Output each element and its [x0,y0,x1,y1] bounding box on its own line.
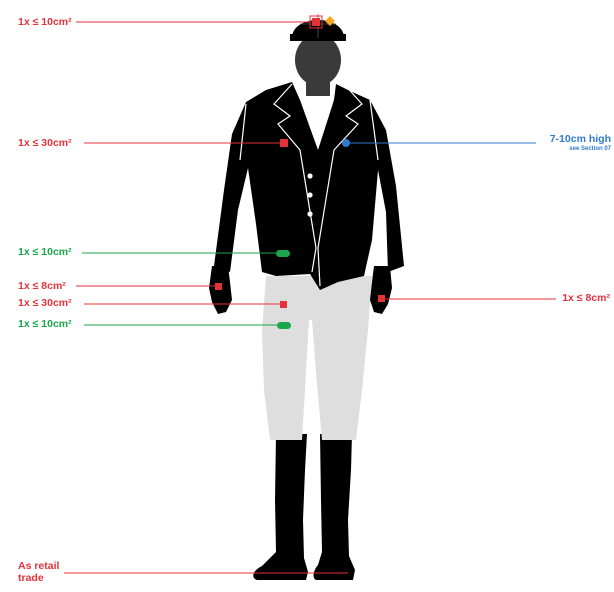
left-glove-label: 1x ≤ 8cm² [18,280,66,292]
knee-marker [277,322,291,329]
waist-marker [276,250,290,257]
head [295,34,341,100]
boots-label-line2: trade [18,572,44,584]
thigh-marker [280,301,287,308]
knee-label: 1x ≤ 10cm² [18,318,72,330]
boots-label-line1: As retail [18,560,59,572]
riding-boots [253,434,355,580]
helmet-label: 1x ≤ 10cm² [18,16,72,28]
waist-label: 1x ≤ 10cm² [18,246,72,258]
chest-label: 1x ≤ 30cm² [18,137,72,149]
left-glove-marker [215,283,222,290]
national-emblem-label: 7-10cm high [550,133,611,145]
national-emblem-marker [342,139,350,147]
national-emblem-note: see Section 07 [569,146,611,153]
chest-marker [280,139,288,147]
thigh-label: 1x ≤ 30cm² [18,297,72,309]
right-glove-label: 1x ≤ 8cm² [562,292,610,304]
helmet-marker [312,18,320,26]
right-glove-marker [378,295,385,302]
breeches [262,276,372,440]
